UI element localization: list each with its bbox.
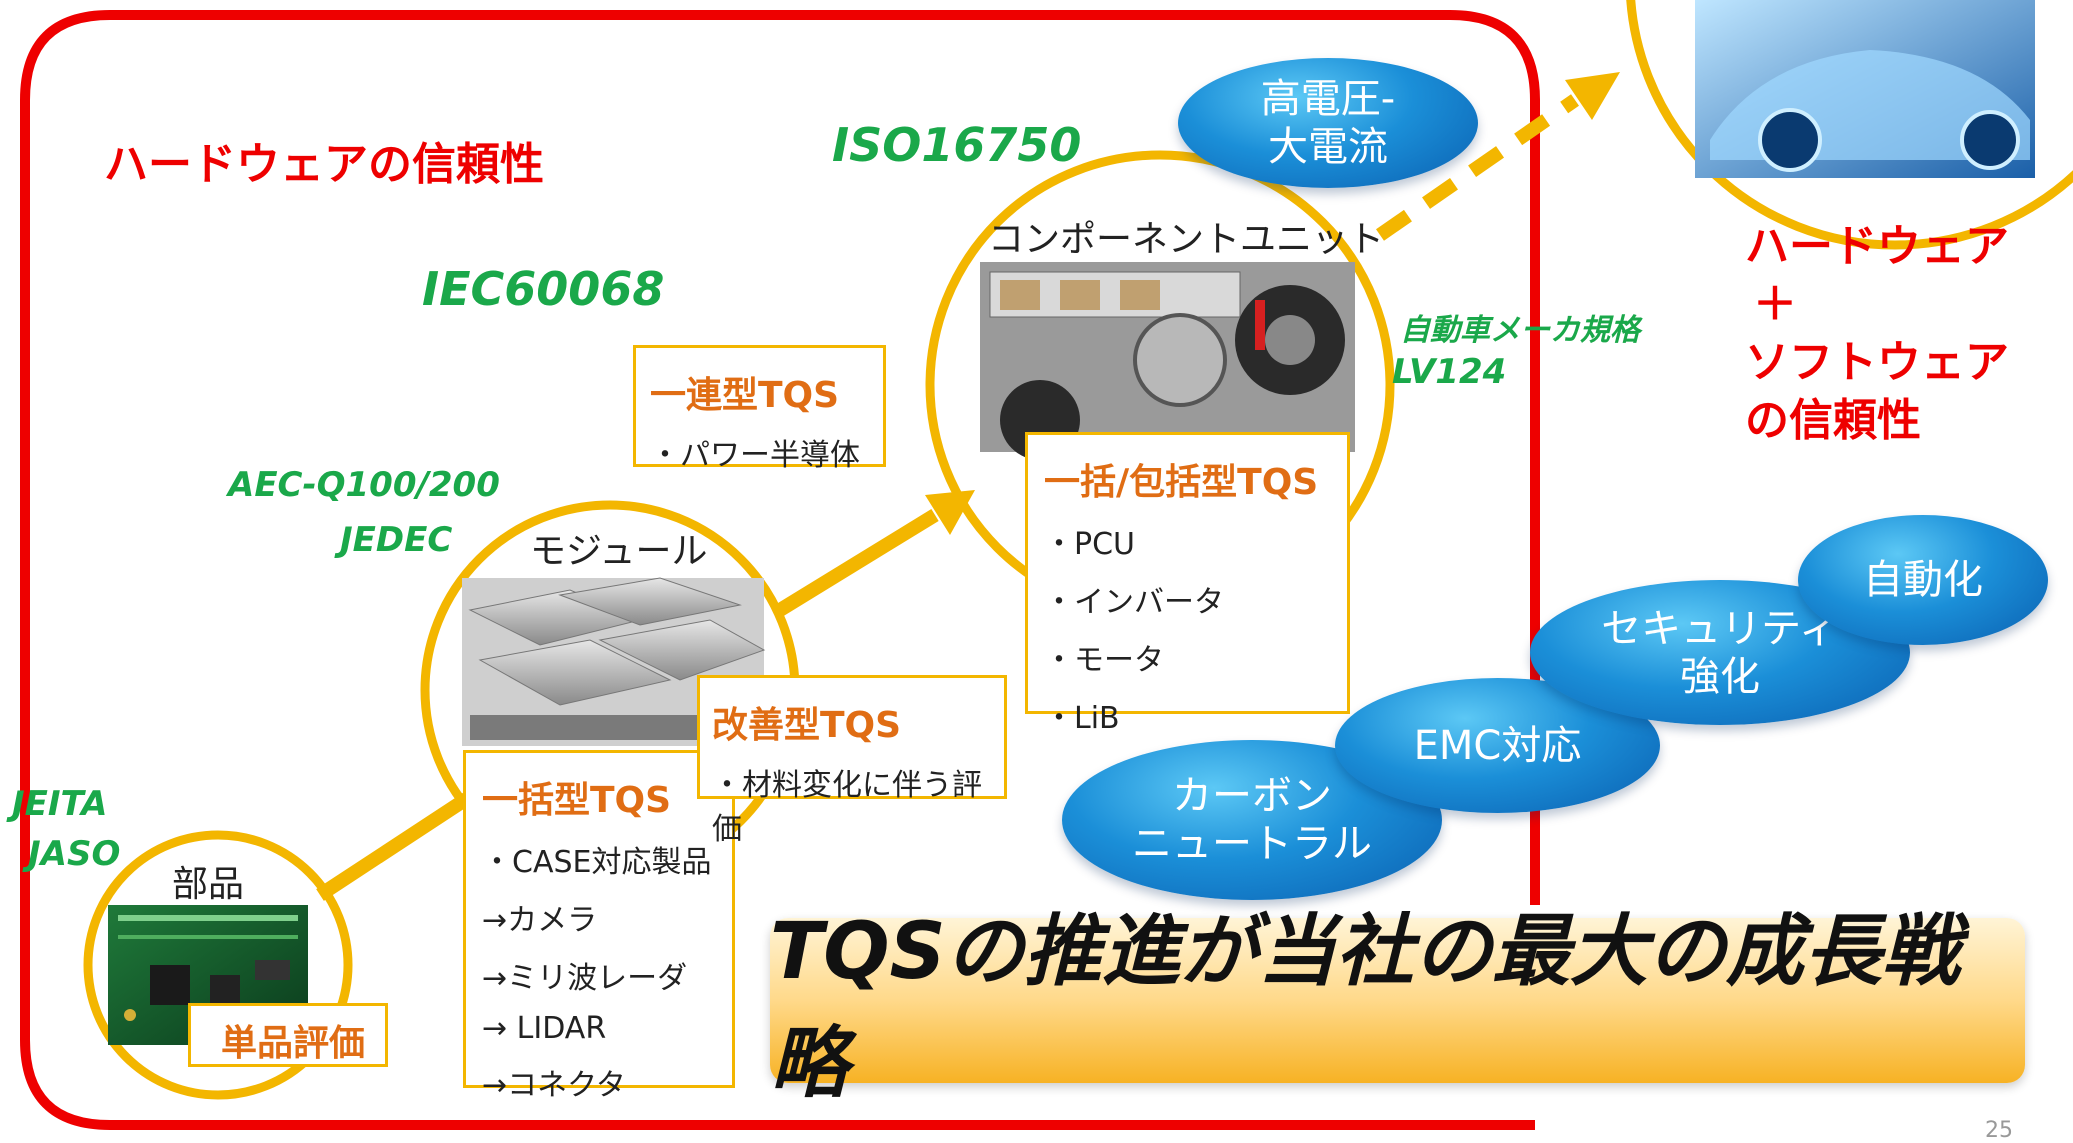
improve-tqs-title: 改善型TQS	[712, 705, 902, 746]
inclusive-item: ・PCU	[1044, 527, 1135, 562]
arrowhead-hwsw	[1565, 72, 1620, 120]
bubble-security: セキュリティ 強化	[1530, 580, 1910, 725]
node-part-title: 部品	[172, 864, 245, 905]
batch-item: → LIDAR	[482, 1011, 607, 1046]
batch-tqs-title: 一括型TQS	[482, 780, 672, 821]
hardware-reliability-label: ハードウェアの信頼性	[104, 139, 544, 190]
standard-jeita: JEITA	[12, 784, 108, 824]
dashed-arrow-to-hwsw	[1376, 94, 1579, 241]
standard-iec60068: IEC60068	[422, 262, 665, 316]
inclusive-tqs-title: 一括/包括型TQS	[1044, 462, 1319, 503]
strategy-banner: TQSの推進が当社の最大の成長戦略	[770, 907, 2025, 1109]
standard-oem: 自動車メーカ規格	[1400, 313, 1640, 348]
part-ring	[83, 830, 353, 1100]
chain-tqs-title: 一連型TQS	[650, 375, 840, 416]
hw-sw-plus: ＋	[1753, 279, 1797, 330]
hardware-frame	[20, 10, 1540, 1130]
batch-item: →コネクタ	[482, 1068, 626, 1103]
arrow-module-to-component	[776, 509, 939, 616]
standard-jedec: JEDEC	[340, 520, 453, 560]
batch-item: →ミリ波レーダ	[482, 961, 688, 996]
batch-tqs-box: 一括型TQS ・CASE対応製品 →カメラ →ミリ波レーダ → LIDAR →コ…	[463, 750, 735, 1103]
single-eval-box: 単品評価	[188, 1003, 388, 1067]
inclusive-item: ・LiB	[1044, 701, 1120, 736]
standard-jaso: JASO	[28, 834, 121, 874]
hw-sw-line: の信頼性	[1745, 395, 1921, 446]
standard-lv124: LV124	[1392, 352, 1507, 392]
bubble-high-voltage: 高電圧- 大電流	[1178, 58, 1478, 188]
inclusive-tqs-box: 一括/包括型TQS ・PCU ・インバータ ・モータ ・LiB	[1025, 432, 1350, 736]
component-photo	[980, 262, 1355, 460]
improve-tqs-box: 改善型TQS ・材料変化に伴う評価	[697, 675, 1007, 847]
page-number: 25	[1985, 1118, 2013, 1143]
strategy-banner-text: TQSの推進が当社の最大の成長戦略	[770, 906, 1960, 1109]
inclusive-item: ・モータ	[1044, 643, 1164, 678]
module-photo	[462, 577, 766, 746]
standard-aec-q100-200: AEC-Q100/200	[228, 465, 500, 505]
batch-item: ・CASE対応製品	[482, 845, 712, 880]
arrow-part-to-module	[316, 784, 484, 901]
batch-item: →カメラ	[482, 903, 598, 938]
car-photo	[1695, 0, 2035, 178]
improve-item: ・材料変化に伴う評価	[712, 768, 982, 847]
standard-iso16750: ISO16750	[832, 118, 1082, 172]
hw-sw-reliability-label: ハードウェア ＋ ソフトウェア の信頼性	[1745, 218, 2009, 450]
hw-sw-line: ソフトウェア	[1745, 337, 2009, 388]
chain-item: ・パワー半導体	[650, 438, 860, 473]
bubble-automation: 自動化	[1798, 515, 2048, 645]
hwsw-ring	[1626, 0, 2073, 250]
single-eval-title: 単品評価	[221, 1023, 366, 1064]
hw-sw-line: ハードウェア	[1745, 221, 2009, 272]
node-module-title: モジュール	[530, 531, 708, 572]
chain-tqs-box: 一連型TQS ・パワー半導体	[633, 345, 886, 473]
node-component-title: コンポーネントユニット	[988, 219, 1385, 260]
inclusive-item: ・インバータ	[1044, 585, 1224, 620]
